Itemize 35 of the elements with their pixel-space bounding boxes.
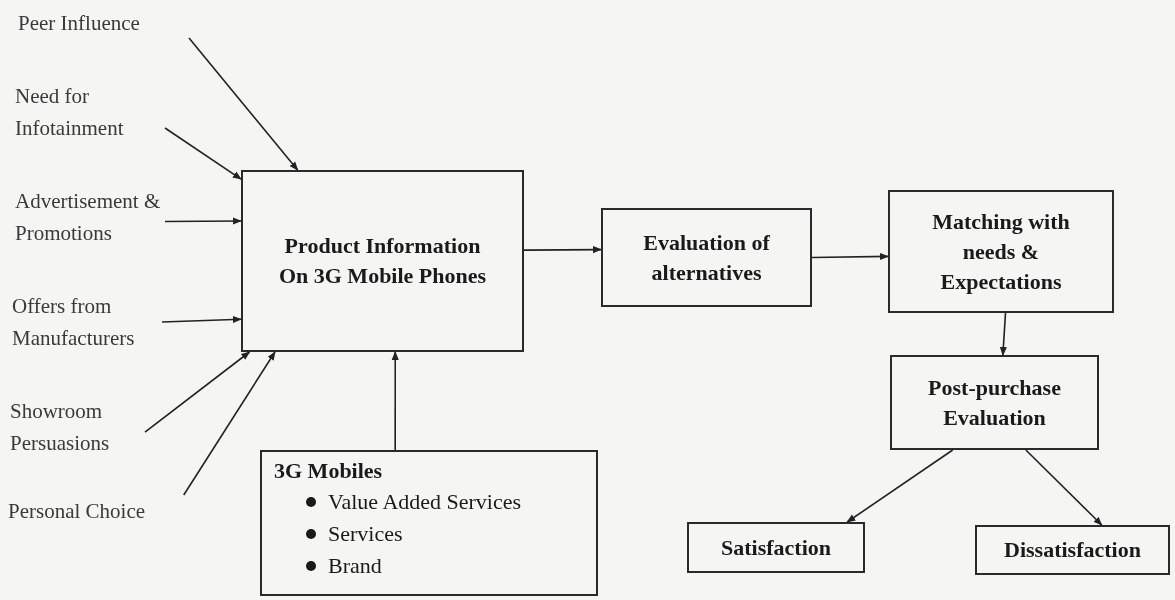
arrow (999, 312, 1007, 356)
box-label: Satisfaction (720, 533, 832, 562)
bullet-item: Brand (328, 552, 382, 580)
arrow (391, 351, 399, 451)
arrow (161, 315, 242, 324)
bullet-item: Value Added Services (328, 488, 522, 516)
arrow (144, 351, 251, 433)
arrow (811, 252, 889, 261)
factor-label: Offers from Manufacturers (12, 293, 136, 352)
arrow (182, 351, 276, 496)
box-label: Evaluation of alternatives (642, 228, 771, 287)
box-label: Matching with needs & Expectations (931, 207, 1071, 296)
factor-label: Personal Choice (8, 498, 147, 525)
process-box (260, 450, 598, 596)
arrow (846, 449, 954, 523)
arrow (188, 37, 299, 171)
box-label: Post-purchase Evaluation (927, 373, 1062, 432)
arrow (1025, 449, 1103, 526)
box-label: Dissatisfaction (1003, 536, 1142, 564)
box-heading: 3G Mobiles (274, 457, 384, 485)
process-box (241, 170, 524, 352)
process-box (890, 355, 1099, 450)
arrow (164, 127, 242, 180)
factor-label: Peer Influence (18, 10, 141, 37)
process-box (687, 522, 865, 573)
bullet-item: Services (328, 520, 403, 548)
factor-label: Need for Infotainment (15, 83, 125, 142)
process-box (888, 190, 1114, 313)
factor-label: Showroom Persuasions (10, 398, 111, 457)
arrow (523, 246, 602, 254)
box-label: Product Information On 3G Mobile Phones (277, 232, 488, 290)
arrow (164, 217, 242, 225)
process-box (975, 525, 1170, 575)
process-box (601, 208, 812, 307)
factor-label: Advertisement & Promotions (15, 188, 162, 247)
